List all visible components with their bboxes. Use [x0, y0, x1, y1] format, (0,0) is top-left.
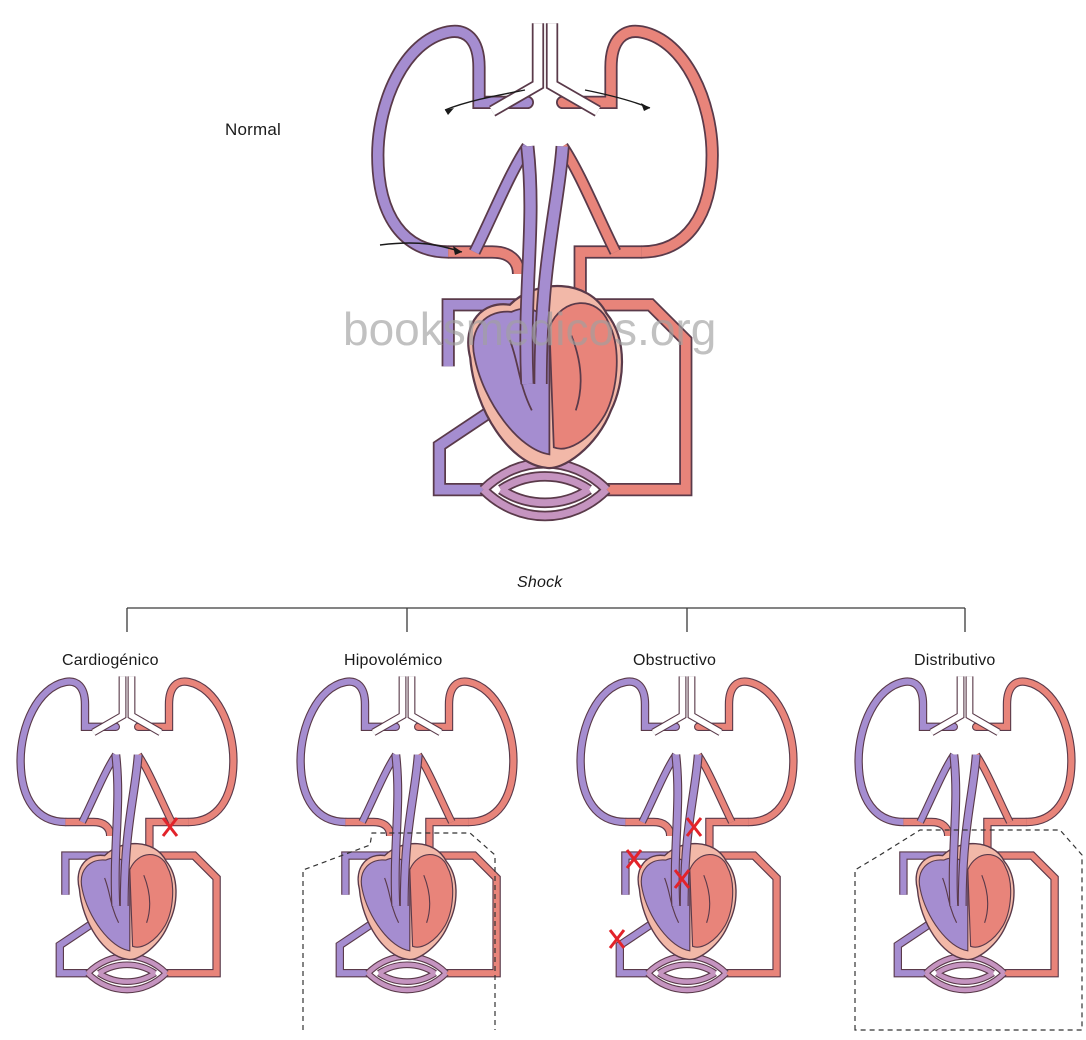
- watermark: booksmedicos.org: [343, 302, 716, 356]
- shock-branch-lines: [127, 608, 965, 632]
- distributive-circulation: [859, 676, 1072, 990]
- hypovolemic-circulation: [301, 676, 514, 990]
- cardiogenic-circulation: [21, 676, 234, 990]
- normal-circulation: [378, 23, 712, 516]
